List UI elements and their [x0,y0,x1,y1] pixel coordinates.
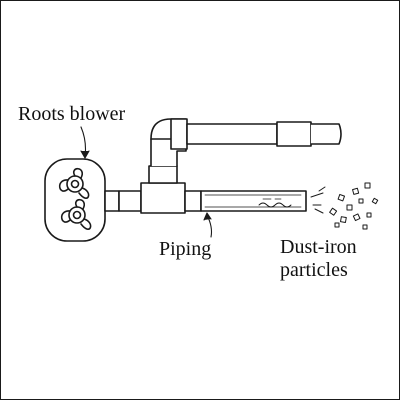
roots-blower-label: Roots blower [18,103,126,125]
roots-blower-arrow [80,126,90,159]
dust-iron-particles-label: Dust-iron particles [280,236,357,282]
dust-iron-particles [329,182,379,230]
airflow-lines [310,186,326,214]
upper-pipe [186,121,342,147]
blower-housing [44,158,106,242]
lower-pipe [200,190,307,212]
lower-rotor [60,198,92,230]
dust-label-line1: Dust-iron [280,236,357,258]
piping-arrow [203,212,213,238]
roots-blower [44,158,106,242]
dust-label-line2: particles [280,259,348,281]
upper-rotor [58,167,90,199]
piping-label: Piping [159,238,212,260]
blower-outlet-pipe [104,190,142,212]
tee-fitting [140,165,202,214]
elbow-fitting [150,118,188,167]
